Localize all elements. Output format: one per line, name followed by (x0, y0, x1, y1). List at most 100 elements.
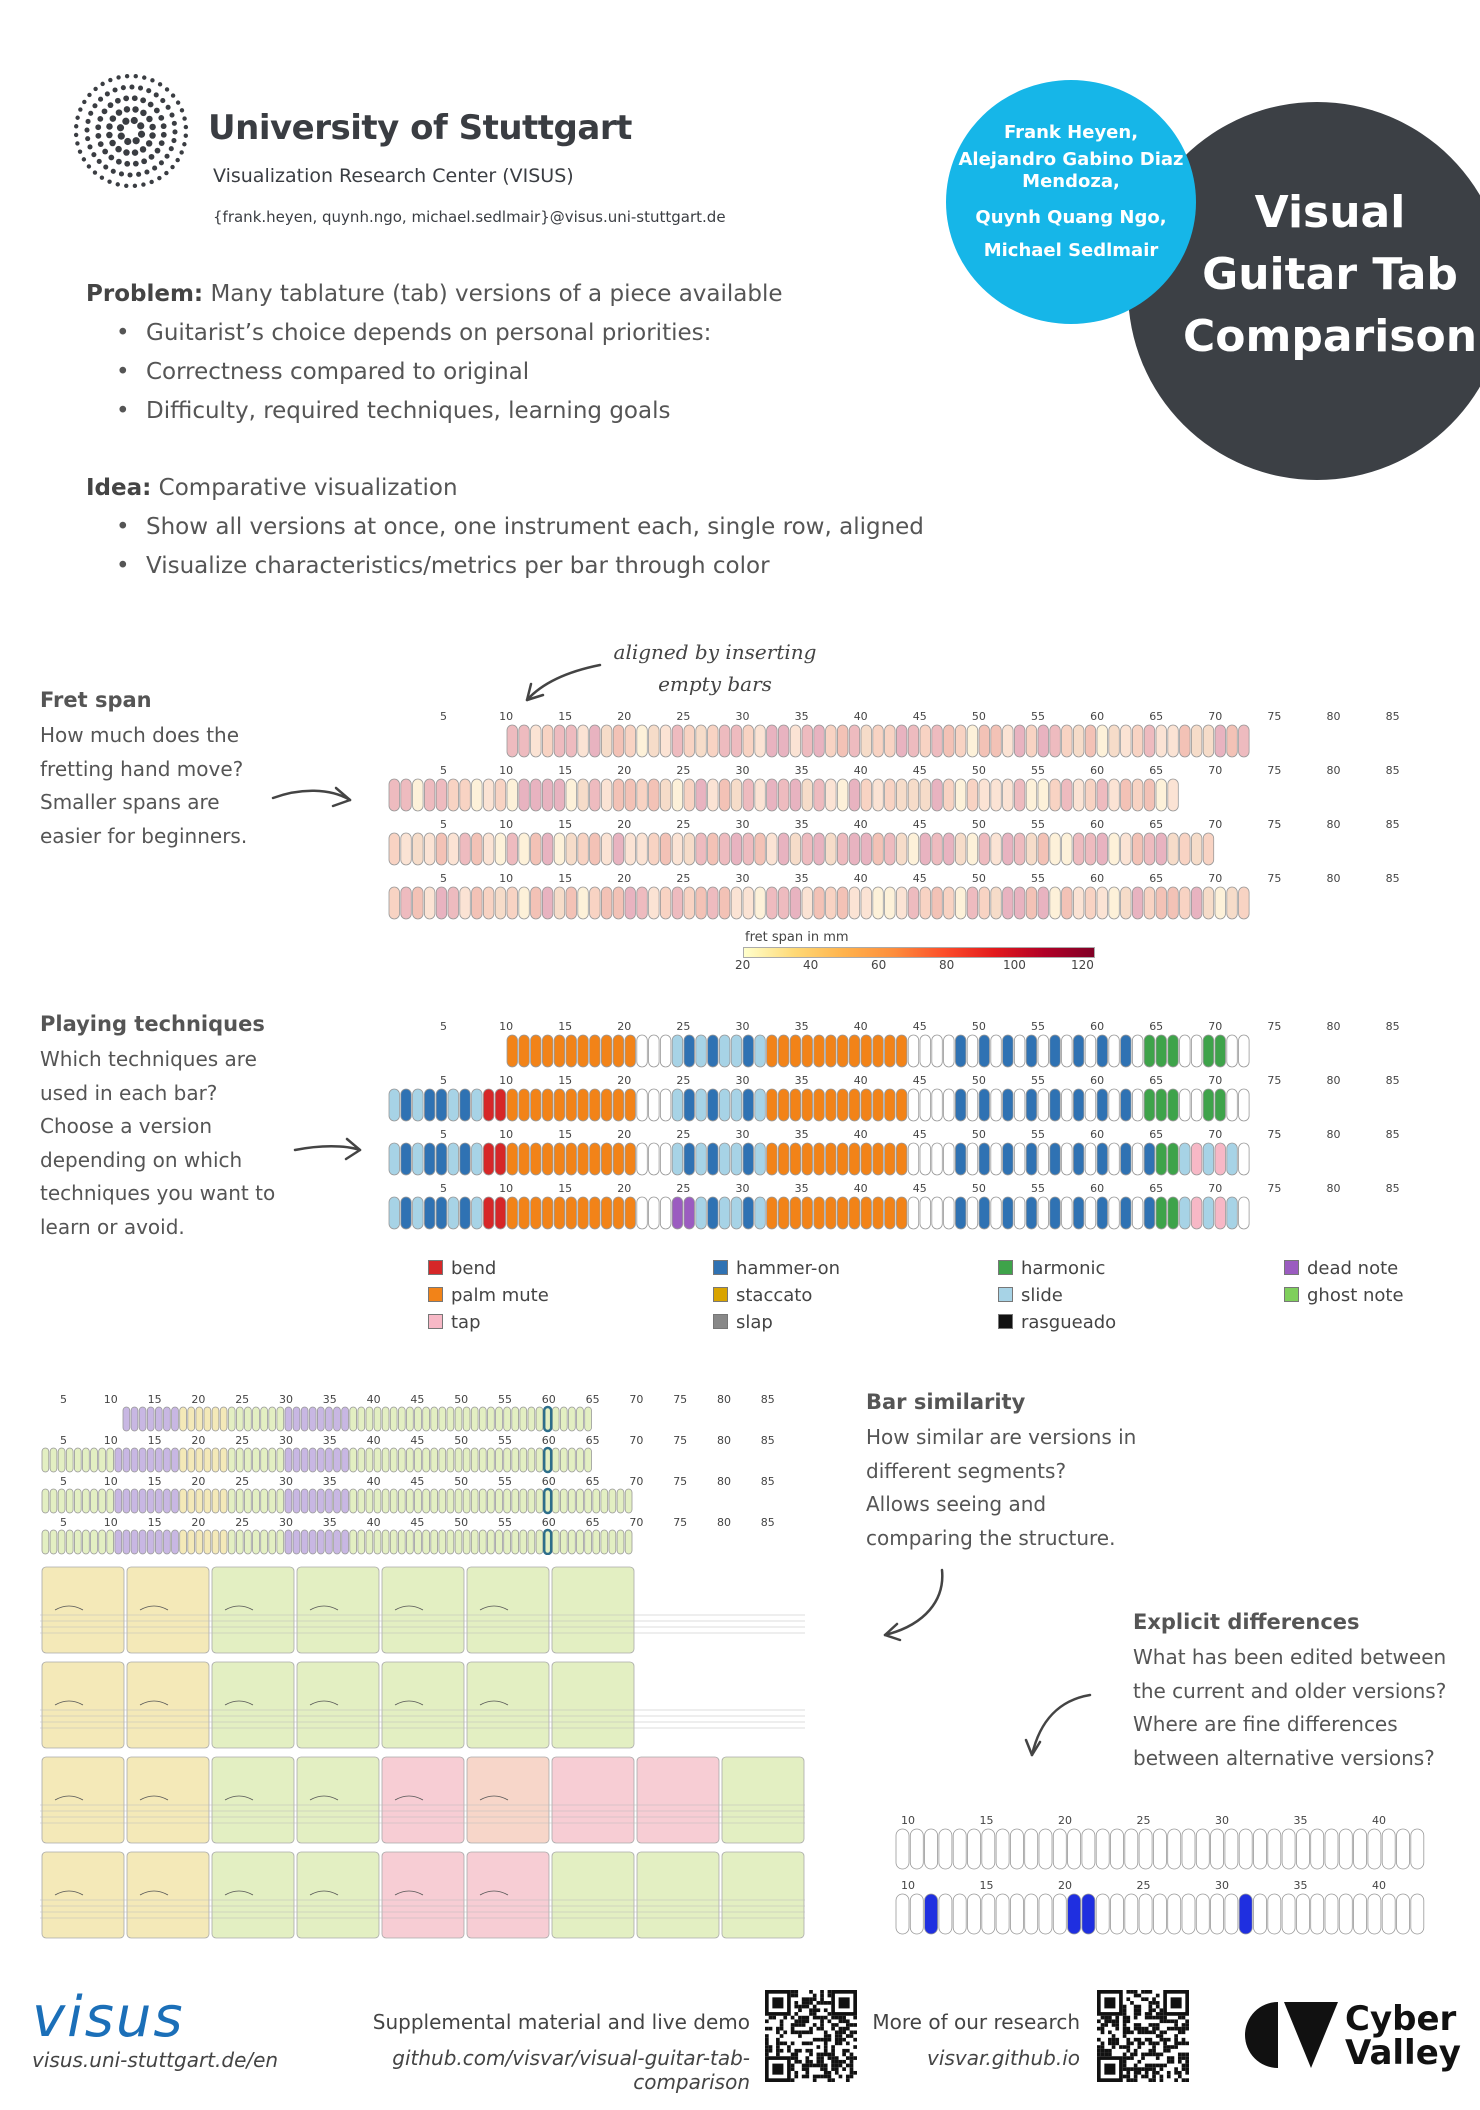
legend-ghost-note[interactable]: ghost note (1284, 1285, 1404, 1306)
legend-bend[interactable]: bend (428, 1258, 496, 1279)
legend-dead-note[interactable]: dead note (1284, 1258, 1398, 1279)
bar-number-label: 40 (367, 1434, 381, 1447)
fret-span-bar (612, 886, 625, 920)
similarity-bar (49, 1488, 58, 1514)
fret-span-bar (1025, 886, 1038, 920)
qr-module (1148, 2037, 1153, 2042)
legend-rasgueado[interactable]: rasgueado (998, 1312, 1116, 1333)
research-url[interactable]: visvar.github.io (927, 2046, 1080, 2070)
qr-module (1166, 2070, 1171, 2075)
qr-module (1181, 2052, 1186, 2057)
checkbox-icon (1284, 1287, 1299, 1302)
fret-span-bar (518, 886, 530, 920)
bar-number-label: 40 (367, 1475, 381, 1488)
legend-tap[interactable]: tap (428, 1312, 481, 1333)
fret-span-bar (1037, 724, 1049, 758)
technique-bar (1202, 1088, 1215, 1122)
legend-staccato[interactable]: staccato (713, 1285, 812, 1306)
legend-slap[interactable]: slap (713, 1312, 773, 1333)
fret-span-bar (1167, 886, 1179, 920)
bar-number-label: 20 (191, 1475, 205, 1488)
colorbar-gradient (743, 947, 1095, 958)
fret-span-bar (1025, 778, 1038, 812)
technique-bar (777, 1196, 790, 1230)
logo-dot (86, 164, 92, 169)
technique-bar (1155, 1196, 1167, 1230)
qr-module (849, 2074, 854, 2079)
qr-module (820, 2019, 824, 2024)
qr-module (809, 2059, 813, 2064)
legend-harmonic[interactable]: harmonic (998, 1258, 1105, 1279)
logo-dot (182, 142, 187, 147)
legend-hammer-on[interactable]: hammer-on (713, 1258, 840, 1279)
bar-number-label: 15 (148, 1475, 162, 1488)
fret-span-bar (648, 886, 660, 920)
similarity-bar (422, 1447, 430, 1473)
visus-url[interactable]: visus.uni-stuttgart.de/en (32, 2048, 279, 2072)
logo-dot (160, 131, 167, 138)
logo-dot (115, 145, 122, 153)
technique-bar (530, 1142, 542, 1176)
qr-module (1155, 2070, 1160, 2075)
qr-module (794, 1990, 799, 1994)
qr-code-research[interactable] (1097, 1990, 1189, 2082)
logo-dot (131, 149, 139, 156)
similarity-bar (349, 1529, 357, 1555)
technique-bar (1096, 1196, 1108, 1230)
qr-module (1133, 2015, 1138, 2020)
fret-span-bar (541, 886, 554, 920)
logo-dot (116, 75, 121, 80)
similarity-bar (341, 1488, 349, 1514)
similarity-bar (325, 1447, 333, 1473)
fret-span-bar (1049, 886, 1061, 920)
qr-module (1137, 2004, 1142, 2009)
qr-module (790, 2015, 795, 2020)
qr-code-supplemental[interactable] (765, 1990, 857, 2082)
bar-number-label: 35 (323, 1516, 337, 1529)
legend-label: tap (451, 1312, 481, 1333)
qr-module (834, 2034, 839, 2038)
qr-module (765, 2026, 769, 2031)
qr-module (838, 2059, 843, 2064)
technique-bar (400, 1196, 412, 1230)
similarity-bar (584, 1406, 592, 1432)
technique-bar (506, 1034, 518, 1068)
fret-span-bar (518, 778, 530, 812)
bar-number-label: 45 (913, 710, 927, 723)
similarity-bar (284, 1447, 293, 1473)
qr-module (1174, 2026, 1178, 2031)
legend-slide[interactable]: slide (998, 1285, 1063, 1306)
supplemental-url[interactable]: github.com/visvar/visual-guitar-tab-comp… (392, 2046, 750, 2094)
fret-span-bar (1108, 778, 1120, 812)
technique-bar (553, 1034, 566, 1068)
qr-module (853, 2023, 857, 2027)
logo-dot (171, 137, 177, 144)
fret-span-bar (1084, 724, 1097, 758)
qr-module (779, 2041, 784, 2046)
visus-logo: visus (32, 1985, 185, 2050)
technique-bar (424, 1196, 436, 1230)
qr-module (1097, 2052, 1101, 2057)
logo-dot (106, 123, 113, 130)
qr-module (1108, 2037, 1112, 2042)
similarity-bar (381, 1529, 390, 1555)
technique-bar (789, 1034, 802, 1068)
similarity-bar (325, 1488, 333, 1514)
difference-bar (909, 1893, 924, 1935)
similarity-bar (292, 1406, 301, 1432)
bar-number-label: 65 (586, 1516, 600, 1529)
arrow-icon (525, 682, 545, 702)
difference-bar (1410, 1893, 1425, 1935)
similarity-bar (527, 1488, 536, 1514)
tab-slur (394, 1890, 424, 1896)
qr-module (1130, 2041, 1134, 2046)
bar-number-label: 70 (629, 1516, 643, 1529)
fret-span-bar (1037, 778, 1049, 812)
logo-dot (149, 132, 156, 139)
fret-span-bar (931, 724, 943, 758)
similarity-bar (495, 1529, 503, 1555)
qr-module (1100, 2048, 1105, 2053)
difference-bar (1210, 1893, 1225, 1935)
legend-palm-mute[interactable]: palm mute (428, 1285, 549, 1306)
technique-bar (541, 1142, 554, 1176)
